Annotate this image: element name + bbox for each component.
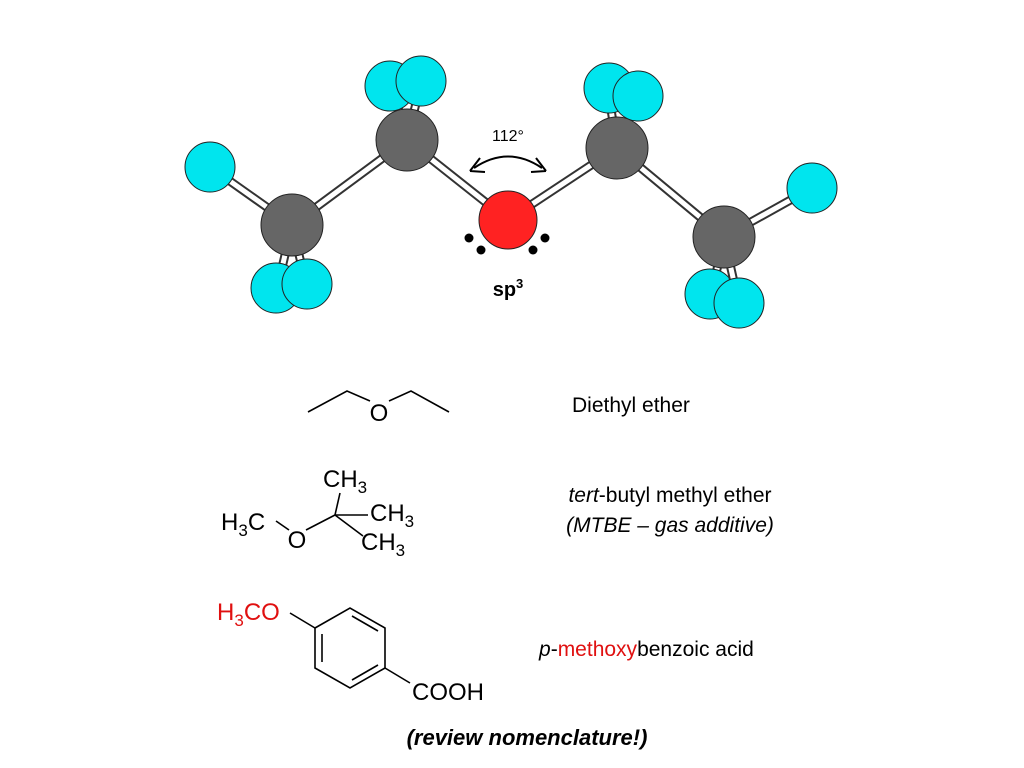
methoxybenzoic-acid-structure: H3CO COOH [217,599,484,706]
methoxy-group-label: H3CO [217,599,280,630]
oxygen-atom [478,190,538,250]
ball-and-stick-model: 112° sp3 [184,55,838,329]
mtbe-note: (MTBE – gas additive) [566,514,774,537]
lone-pair-left [464,233,486,255]
bond-angle-arrow [469,155,547,173]
ch3-mid-label: CH3 [370,500,414,531]
ch3-top-label: CH3 [323,466,367,497]
oxygen-symbol: O [288,527,307,554]
footer-note: (review nomenclature!) [406,725,648,750]
hydrogen-atom [786,162,838,214]
benzene-ring [314,607,386,689]
compound-name-diethyl-ether: Diethyl ether [572,394,690,417]
carbon-atom [585,116,649,180]
hydrogen-atom [184,141,236,193]
carboxyl-group-label: COOH [412,679,484,706]
carbon-atom [260,193,324,257]
carbon-atom [375,108,439,172]
ch3-bottom-label: CH3 [361,529,405,560]
compound-name-mtbe: tert-butyl methyl ether [568,484,772,507]
hybridization-label: sp3 [493,276,524,301]
carbon-atom [692,205,756,269]
bond-angle-label: 112° [492,128,524,145]
lone-pair-right [528,233,550,255]
oxygen-symbol: O [370,400,389,427]
compound-name-methoxybenzoic-acid: p-methoxybenzoic acid [539,638,754,661]
methyl-group-label: H3C [221,509,265,540]
mtbe-structure: H3C O CH3 CH3 CH3 [221,466,414,560]
diethyl-ether-structure: O [307,390,450,427]
